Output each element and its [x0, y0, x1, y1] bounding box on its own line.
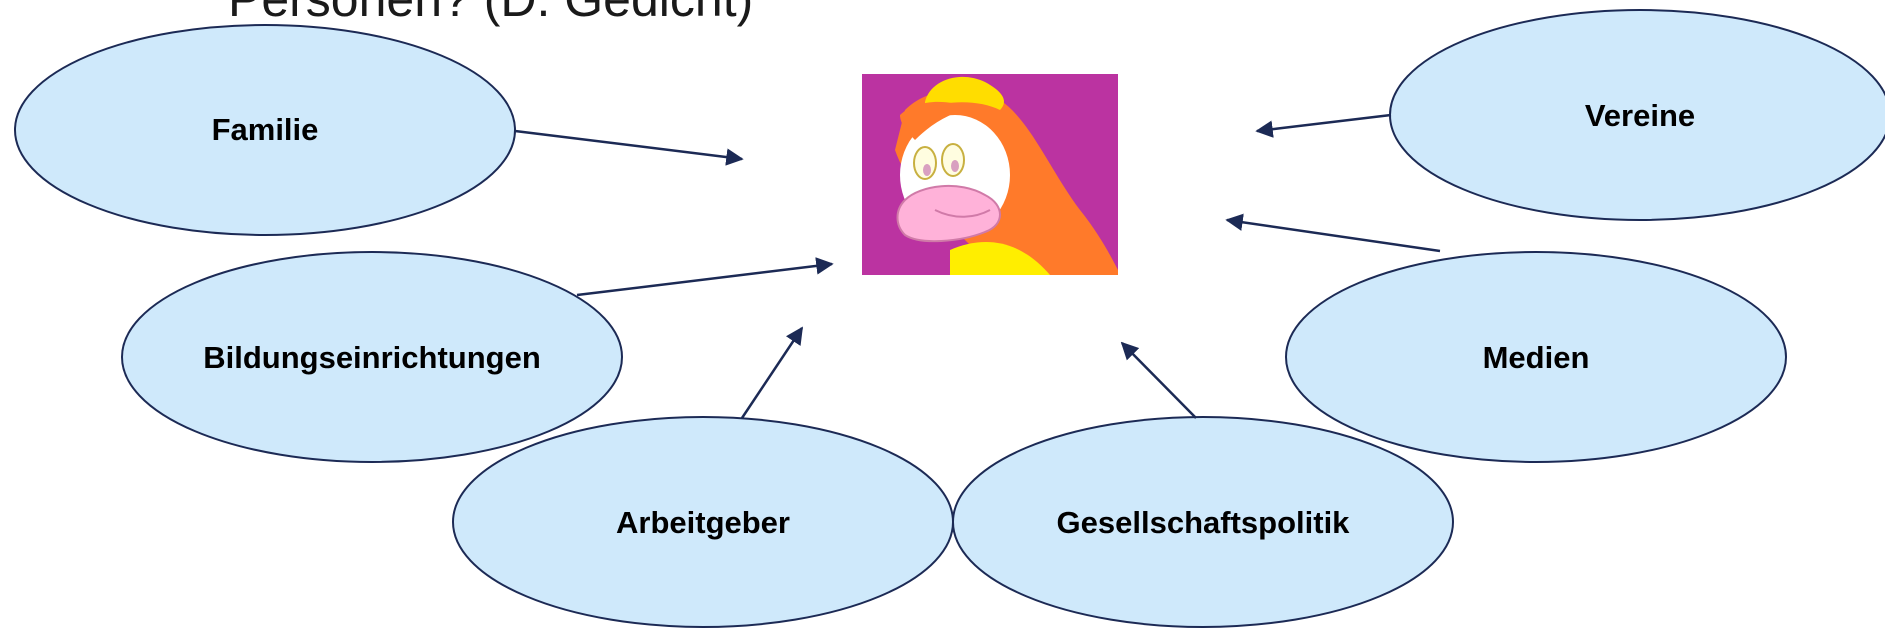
node-gesellschaftspolitik: Gesellschaftspolitik: [952, 416, 1454, 628]
arrow-bildungseinrichtungen: [576, 257, 834, 297]
arrow-arbeitgeber: [740, 326, 804, 419]
node-vereine: Vereine: [1389, 9, 1885, 221]
arrow-vereine: [1255, 113, 1392, 138]
slide-title: Personen? (D. Gedicht): [228, 0, 753, 28]
cartoon-duck-portrait-icon: [862, 74, 1118, 275]
node-label-arbeitgeber: Arbeitgeber: [616, 505, 790, 540]
node-familie: Familie: [14, 24, 516, 236]
arrow-medien: [1225, 213, 1441, 253]
node-label-vereine: Vereine: [1585, 98, 1695, 133]
node-arbeitgeber: Arbeitgeber: [452, 416, 954, 628]
node-label-bildungseinrichtungen: Bildungseinrichtungen: [203, 340, 541, 375]
node-label-medien: Medien: [1483, 340, 1590, 375]
arrow-gesellschaftspolitik: [1120, 341, 1197, 419]
node-label-gesellschaftspolitik: Gesellschaftspolitik: [1057, 505, 1351, 540]
node-medien: Medien: [1285, 251, 1787, 463]
node-label-familie: Familie: [212, 112, 319, 147]
node-bildungseinrichtungen: Bildungseinrichtungen: [121, 251, 623, 463]
arrow-familie: [514, 129, 744, 166]
